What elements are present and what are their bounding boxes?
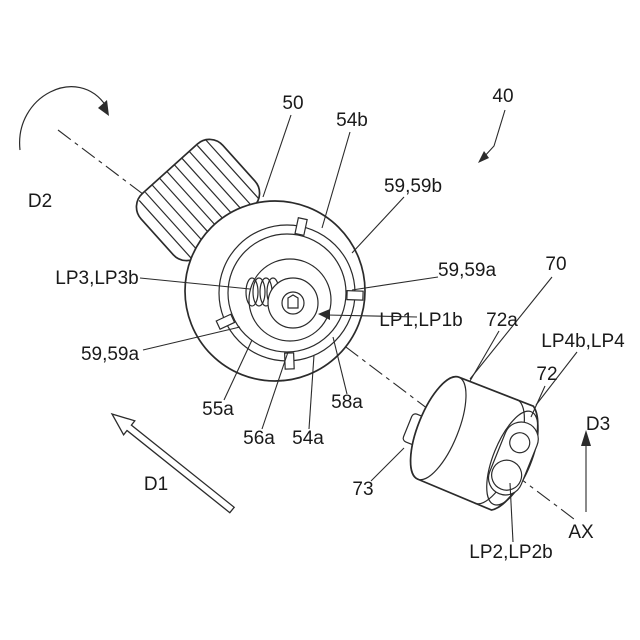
labels: D2 50 54b 59,59b 40 LP3,LP3b 59,59a 70 L… [28, 86, 625, 563]
label-d1: D1 [144, 474, 168, 495]
direction-arrow-d1 [110, 412, 236, 514]
rotation-arrow-d2 [19, 86, 107, 151]
label-55a: 55a [202, 399, 234, 420]
label-72a: 72a [486, 310, 518, 331]
label-73: 73 [352, 479, 373, 500]
label-58a: 58a [331, 392, 363, 413]
part50-keyway [287, 294, 299, 309]
part50-center-hole [281, 291, 305, 315]
part50-front-rim-inner [227, 233, 347, 353]
label-lp4: LP4b,LP4 [541, 331, 625, 352]
leader-54b [321, 131, 351, 229]
leader-50 [262, 114, 292, 198]
label-54b: 54b [336, 110, 368, 131]
label-59a-left: 59,59a [81, 344, 140, 365]
rim-slot-bottom [284, 352, 295, 370]
leader-59a-right [351, 276, 439, 291]
part70-port-large [491, 459, 523, 491]
leader-40 [482, 109, 506, 159]
part70-rear-rim [409, 376, 467, 481]
label-lp2: LP2,LP2b [469, 542, 552, 563]
leader-72a [469, 330, 500, 382]
part50-center-boss [267, 277, 319, 329]
rim-slot-left [215, 313, 236, 330]
rotation-arrow-d2-head-icon [98, 100, 109, 116]
label-lp1: LP1,LP1b [379, 310, 462, 331]
leader-lp2 [509, 482, 514, 543]
label-ax: AX [568, 522, 594, 543]
leader-58a [332, 336, 348, 395]
leader-54a [308, 354, 315, 430]
leader-lp1 [326, 314, 418, 318]
part70-group [402, 375, 539, 511]
label-70: 70 [545, 254, 566, 275]
leader-lp3 [139, 277, 251, 290]
part70-front-rim [486, 410, 539, 506]
leader-72 [530, 385, 546, 418]
leader-lines [139, 109, 578, 543]
label-d2: D2 [28, 191, 52, 212]
part50-rim-slots [215, 217, 364, 370]
part70-port-small [509, 432, 531, 454]
leader-59b [351, 196, 405, 254]
label-lp3: LP3,LP3b [55, 268, 138, 289]
leader-59a-left [142, 326, 241, 351]
leader-73 [370, 447, 405, 482]
leader-56a [261, 351, 289, 430]
leader-lp4 [535, 351, 578, 406]
label-59a-right: 59,59a [438, 260, 497, 281]
label-72: 72 [536, 364, 557, 385]
rim-slot-top [294, 217, 308, 236]
label-d3: D3 [586, 414, 610, 435]
label-50: 50 [282, 93, 303, 114]
leader-55a [223, 339, 253, 401]
label-59b: 59,59b [384, 176, 442, 197]
label-54a: 54a [292, 428, 324, 449]
direction-arrow-d3-head-icon [581, 430, 591, 446]
part50-rear-cap [135, 138, 261, 262]
label-56a: 56a [243, 428, 275, 449]
leader-40-head-icon [478, 151, 489, 163]
leader-lp1-head-icon [318, 309, 330, 320]
part50-rear-cap-knurling [138, 139, 259, 259]
leader-70 [469, 276, 553, 380]
rim-slot-right [346, 290, 364, 301]
label-40: 40 [492, 86, 513, 107]
